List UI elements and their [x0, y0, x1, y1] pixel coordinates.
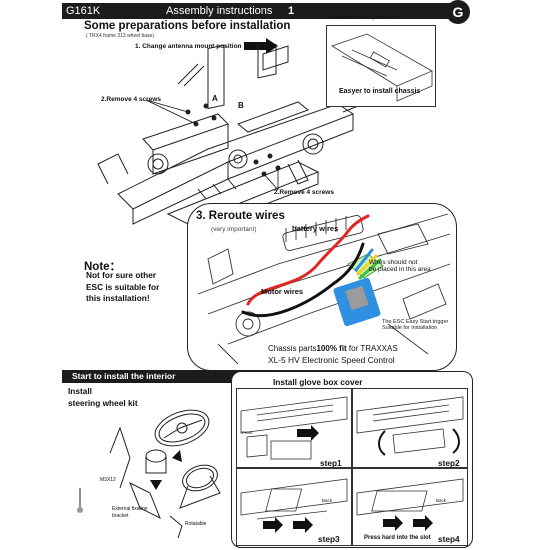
remove-screws-label-1: 2.Remove 4 screws — [101, 96, 161, 103]
esc-note-line-2: Suitable for installation — [382, 325, 438, 331]
steering-install-line-2: steering wheel kit — [68, 397, 138, 408]
glovebox-step3-frame — [236, 468, 352, 546]
chassis-fit-line-2: XL-5 HV Electronic Speed Control — [268, 355, 395, 365]
step1-label: 1. Change antenna mount position — [135, 43, 242, 50]
esc-unit — [333, 277, 381, 327]
wire-warning-line-1: Wires should not — [369, 259, 418, 266]
press-hint: Press hard into the slot — [364, 535, 431, 541]
reroute-subheading: (very important) — [211, 226, 257, 233]
antenna-inset-label: Antenna mount position B — [330, 15, 399, 21]
antenna-mount-illustration — [331, 33, 433, 102]
ext-bracket-line-1: External fixation — [112, 506, 148, 512]
motor-wires-label: Motor wires — [261, 287, 304, 296]
chassis-fit-line: Chassis parts100% fit for TRAXXAS — [268, 344, 398, 353]
prep-subheading: ( TRX4 frame 313 wheel base) — [86, 33, 154, 39]
screw-m3x12-label: M3X12 — [100, 477, 116, 483]
chassis-fit-bold: 100% fit — [316, 344, 347, 353]
step3-label: step3 — [318, 534, 340, 544]
step3-back-label: Back — [322, 498, 333, 503]
step1-arrow-icon — [297, 425, 319, 441]
note-line-1: Not for sure other — [86, 270, 157, 280]
step4-arrow-icon-1 — [383, 515, 403, 531]
step4-back-label: Back — [436, 498, 447, 503]
note-line-2: ESC is suitable for — [86, 281, 160, 292]
battery-wires-label: battery wires — [292, 224, 339, 233]
ext-bracket-label: External fixation bracket — [112, 506, 148, 520]
glovebox-step2-illustration — [356, 396, 464, 456]
note-body: Not for sure other ESC is suitable for t… — [86, 270, 174, 305]
glovebox-step4-frame — [352, 468, 468, 546]
step4-label: step4 — [438, 534, 460, 544]
brand-logo: G — [446, 0, 470, 24]
interior-banner: Start to install the interior — [62, 370, 282, 383]
esc-note-line-1: The ESC Easy Start trigger — [382, 319, 449, 325]
glovebox-step1-frame — [236, 388, 352, 468]
reroute-panel — [187, 203, 457, 371]
title-bar: G161K Assembly instructions 1 — [62, 3, 460, 19]
step1-front-label: Front — [242, 430, 253, 435]
rotatable-label: Rotatable — [185, 521, 207, 527]
model-code: G161K — [66, 5, 101, 17]
reroute-heading: 3. Reroute wires — [196, 210, 285, 222]
glovebox-step4-illustration — [356, 478, 464, 531]
page-number: 1 — [288, 5, 295, 17]
mount-position-b-label: B — [238, 101, 244, 110]
note-title: Note： — [84, 261, 122, 273]
step4-arrow-icon-2 — [413, 515, 433, 531]
esc-note: The ESC Easy Start trigger Suitable for … — [382, 319, 448, 331]
chassis-illustration — [97, 44, 364, 235]
antenna-inset-caption: Easyer to install chassis — [339, 88, 421, 95]
remove-screws-label-2: 2.Remove 4 screws — [274, 189, 334, 196]
glovebox-heading: Install glove box cover — [273, 377, 363, 387]
chassis-fit-prefix: Chassis parts — [268, 344, 317, 353]
prep-heading: Some preparations before installation — [84, 20, 291, 32]
step2-rotate-right-icon — [452, 428, 460, 454]
step2-label: step2 — [438, 458, 460, 468]
step2-rotate-left-icon — [378, 430, 386, 456]
reroute-illustration — [197, 213, 451, 365]
mount-position-a-label: A — [212, 94, 218, 103]
wire-warning-line-2: be placed in this area — [369, 266, 431, 273]
note-line-3: this installation! — [86, 293, 150, 303]
steering-wheel-illustration — [77, 409, 221, 539]
right-arrow-icon — [244, 38, 278, 54]
ext-bracket-line-2: bracket — [112, 513, 129, 519]
glovebox-step1-illustration — [240, 396, 348, 460]
chassis-fit-suffix: for TRAXXAS — [346, 344, 398, 353]
steering-install-heading: Install steering wheel kit — [68, 386, 138, 409]
glovebox-step3-illustration — [240, 478, 348, 533]
glovebox-step2-frame — [352, 388, 468, 468]
antenna-inset — [326, 25, 436, 107]
wire-warning: Wires should not be placed in this area — [369, 259, 431, 273]
step3-arrow-icon-2 — [293, 517, 313, 533]
steering-install-line-1: Install — [68, 386, 92, 396]
page-title: Assembly instructions — [166, 5, 273, 17]
step3-arrow-icon-1 — [263, 517, 283, 533]
step1-label: step1 — [320, 458, 342, 468]
